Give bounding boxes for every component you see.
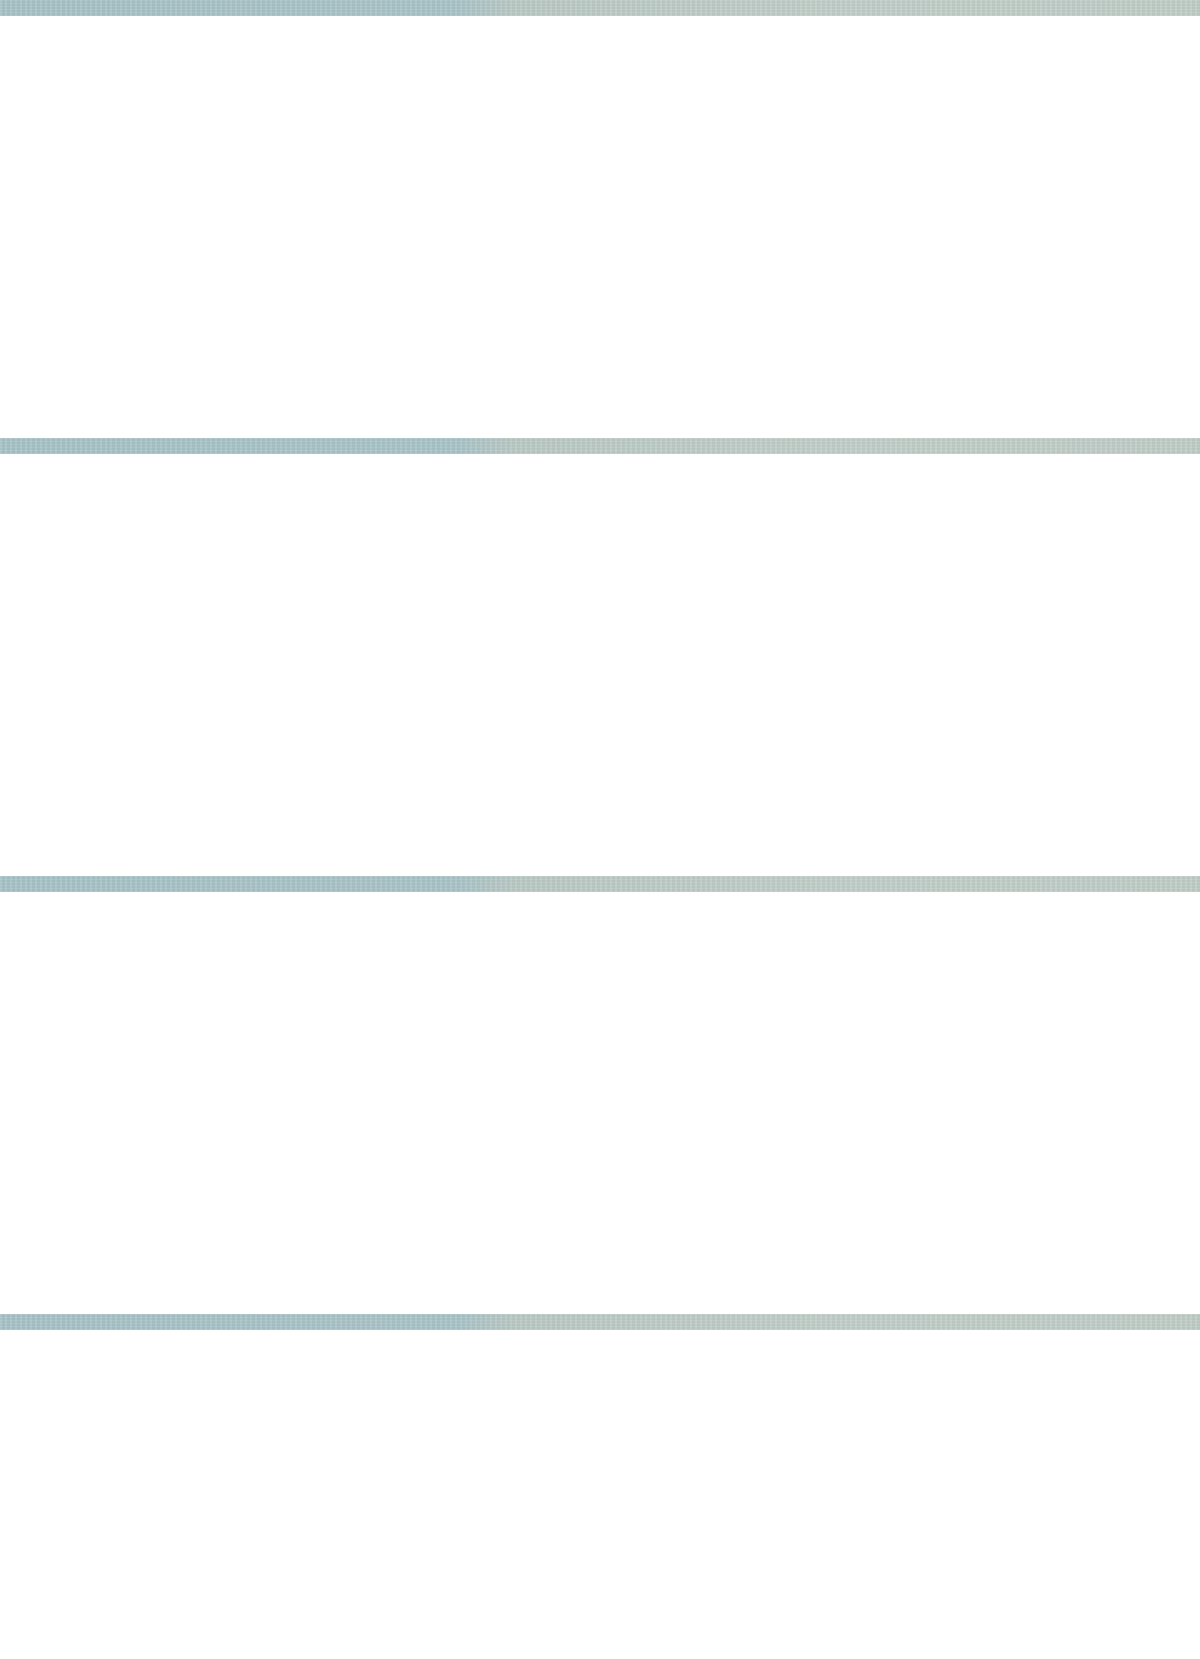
blank-panel-3 xyxy=(0,892,1200,1314)
blank-panel-1 xyxy=(0,16,1200,438)
blank-panel-4 xyxy=(0,1330,1200,1659)
divider-band-4 xyxy=(0,1314,1200,1330)
divider-band-3 xyxy=(0,876,1200,892)
divider-band-1 xyxy=(0,0,1200,16)
blank-panel-2 xyxy=(0,454,1200,876)
divider-band-2 xyxy=(0,438,1200,454)
